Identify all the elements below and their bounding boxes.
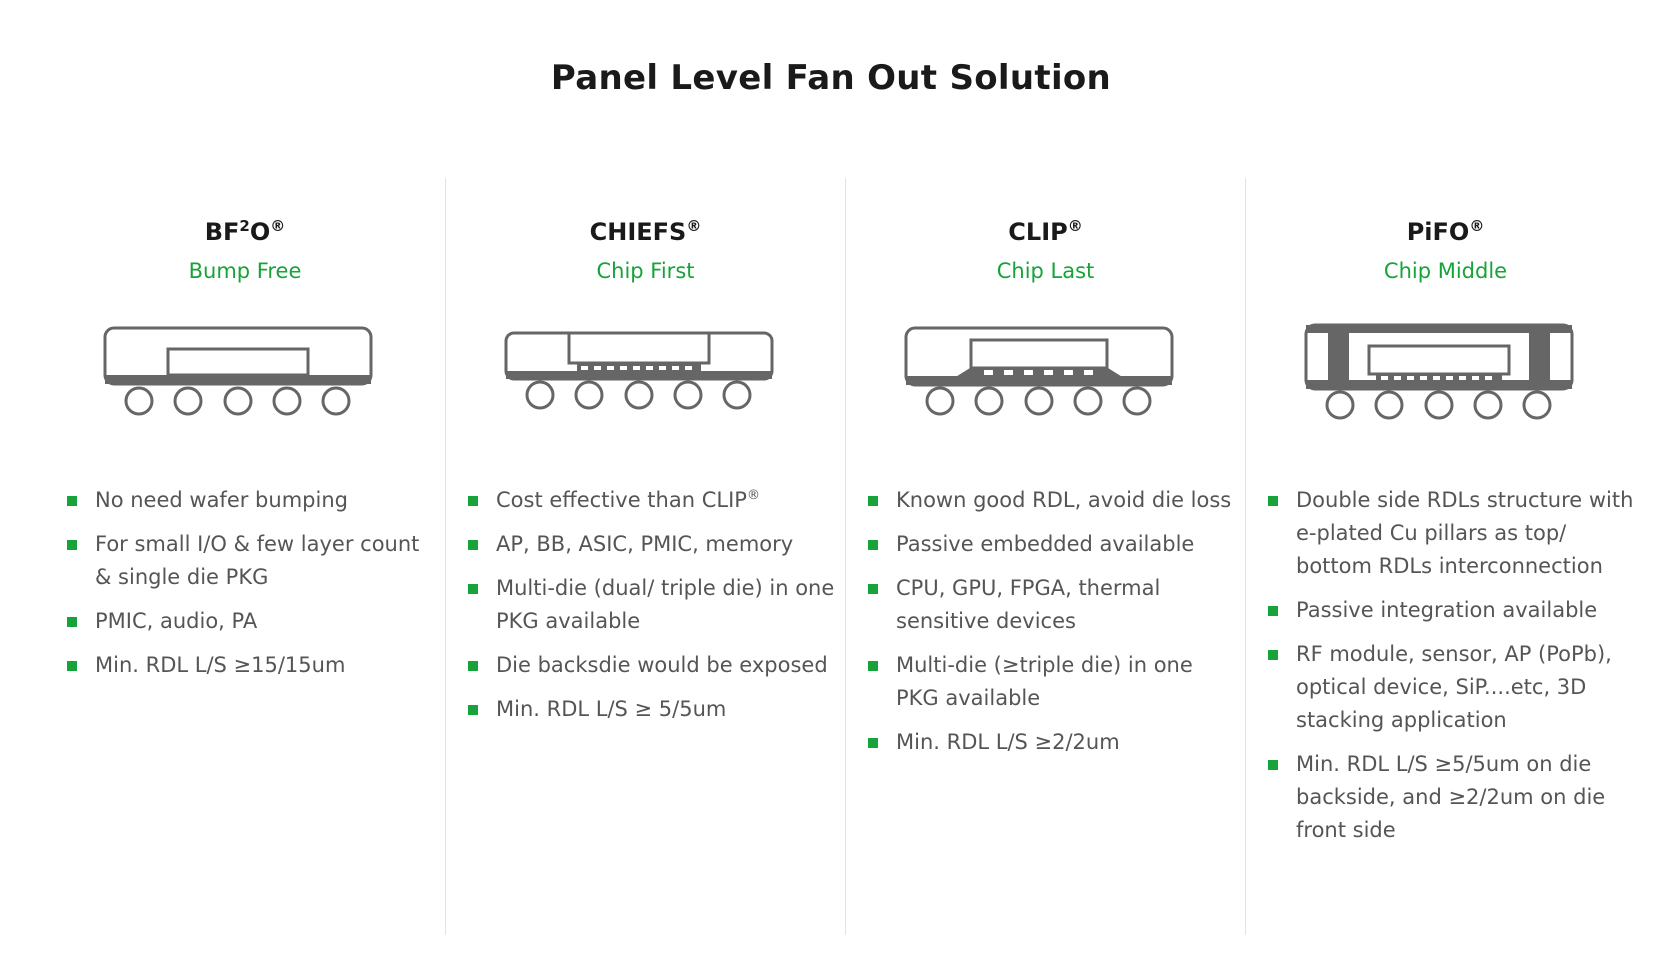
column-subtitle: Chip Middle (1383, 259, 1508, 283)
feature-item: Die backsdie would be exposed (468, 649, 838, 682)
feature-item: PMIC, audio, PA (67, 605, 437, 638)
bullet-square-icon (1268, 650, 1278, 660)
column-title: CHIEFS® (589, 217, 702, 246)
bullet-square-icon (468, 540, 478, 550)
column-title: PiFO® (1406, 217, 1485, 246)
bullet-square-icon (868, 738, 878, 748)
column-subtitle: Bump Free (188, 259, 302, 283)
bullet-square-icon (67, 617, 77, 627)
bullet-square-icon (468, 584, 478, 594)
feature-list: Known good RDL, avoid die loss Passive e… (868, 484, 1238, 770)
clip-package-icon (904, 326, 1174, 416)
column-title: CLIP® (1008, 217, 1083, 246)
feature-list: No need wafer bumping For small I/O & fe… (67, 484, 437, 693)
solutions-grid: BF2O® Bump Free No need wafer bumping Fo… (45, 178, 1645, 935)
pifo-package-icon (1304, 323, 1574, 420)
feature-item: Passive embedded available (868, 528, 1238, 561)
feature-item: CPU, GPU, FPGA, thermal sensitive device… (868, 572, 1238, 638)
feature-item: Multi-die (≥triple die) in one PKG avail… (868, 649, 1238, 715)
bullet-square-icon (67, 661, 77, 671)
bullet-square-icon (1268, 760, 1278, 770)
bullet-square-icon (868, 661, 878, 671)
feature-item: AP, BB, ASIC, PMIC, memory (468, 528, 838, 561)
bullet-square-icon (468, 705, 478, 715)
feature-item: Cost effective than CLIP® (468, 484, 838, 517)
bullet-square-icon (868, 584, 878, 594)
chiefs-package-icon (504, 331, 774, 410)
feature-item: RF module, sensor, AP (PoPb), optical de… (1268, 638, 1638, 737)
column-chiefs: CHIEFS® Chip First (445, 178, 845, 935)
feature-list: Cost effective than CLIP® AP, BB, ASIC, … (468, 484, 838, 737)
bullet-square-icon (468, 661, 478, 671)
column-subtitle: Chip First (596, 259, 695, 283)
bf2o-package-icon (103, 326, 373, 416)
feature-item: Min. RDL L/S ≥ 5/5um (468, 693, 838, 726)
bullet-square-icon (67, 540, 77, 550)
feature-item: No need wafer bumping (67, 484, 437, 517)
feature-item: For small I/O & few layer count & single… (67, 528, 437, 594)
column-clip: CLIP® Chip Last Known good RDL, avoid di… (845, 178, 1245, 935)
feature-item: Min. RDL L/S ≥2/2um (868, 726, 1238, 759)
feature-item: Min. RDL L/S ≥15/15um (67, 649, 437, 682)
feature-item: Known good RDL, avoid die loss (868, 484, 1238, 517)
bullet-square-icon (468, 496, 478, 506)
page-title: Panel Level Fan Out Solution (550, 58, 1112, 98)
feature-item: Double side RDLs structure with e-plated… (1268, 484, 1638, 583)
bullet-square-icon (1268, 606, 1278, 616)
bullet-square-icon (868, 496, 878, 506)
column-title: BF2O® (204, 217, 286, 246)
feature-item: Min. RDL L/S ≥5/5um on die backside, and… (1268, 748, 1638, 847)
column-bf2o: BF2O® Bump Free No need wafer bumping Fo… (45, 178, 445, 935)
feature-item: Multi-die (dual/ triple die) in one PKG … (468, 572, 838, 638)
feature-item: Passive integration available (1268, 594, 1638, 627)
column-pifo: PiFO® Chip Middle (1245, 178, 1645, 935)
column-subtitle: Chip Last (996, 259, 1095, 283)
feature-list: Double side RDLs structure with e-plated… (1268, 484, 1638, 858)
bullet-square-icon (67, 496, 77, 506)
bullet-square-icon (868, 540, 878, 550)
bullet-square-icon (1268, 496, 1278, 506)
